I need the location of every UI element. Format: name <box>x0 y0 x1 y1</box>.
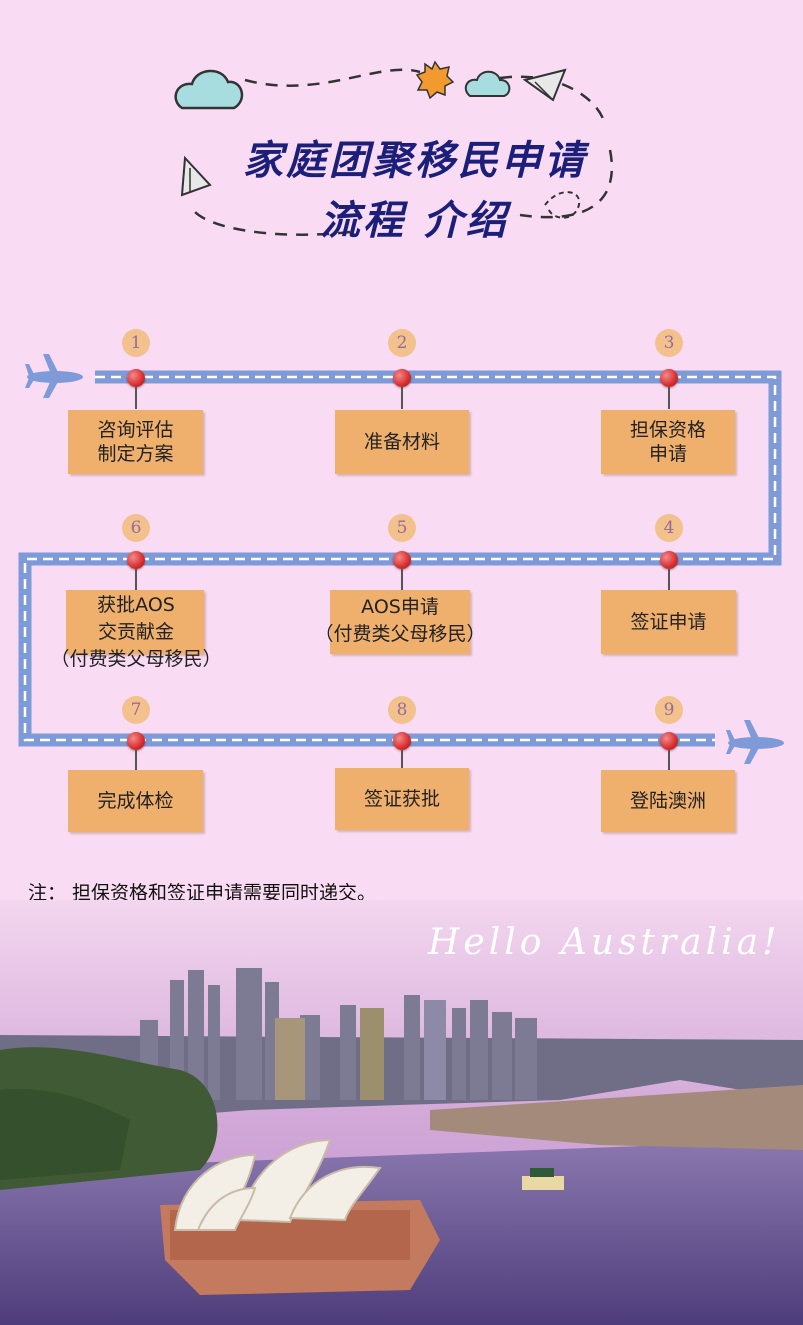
sydney-skyline-image <box>0 900 803 1325</box>
pin-icon <box>660 369 678 387</box>
step-number: 6 <box>122 514 150 542</box>
pin-stem <box>668 569 670 591</box>
step-label: AOS申请 （付费类父母移民） <box>314 596 486 645</box>
pin-icon <box>127 732 145 750</box>
step-label: 获批AOS 交贡献金 （付费类父母移民） <box>50 594 222 670</box>
pin-icon <box>660 732 678 750</box>
pin-stem <box>401 569 403 591</box>
cloud-icon <box>464 70 511 97</box>
step-number: 1 <box>122 329 150 357</box>
tagline: Hello Australia! <box>428 922 781 963</box>
step-number: 4 <box>655 514 683 542</box>
step-box: 担保资格 申请 <box>601 410 735 474</box>
footnote: 注： 担保资格和签证申请需要同时递交。 <box>28 882 377 904</box>
step-number: 8 <box>388 696 416 724</box>
pin-stem <box>668 750 670 772</box>
step-label: 签证获批 <box>363 788 440 810</box>
step-box <box>330 590 470 654</box>
step-box: 准备材料 <box>335 410 469 474</box>
step-label: 签证申请 <box>630 611 707 633</box>
step-box: 登陆澳洲 <box>601 770 735 832</box>
step-box: 签证获批 <box>335 768 469 830</box>
airplane-icon <box>25 354 83 398</box>
page-title-line-1: 家庭团聚移民申请 <box>243 137 587 184</box>
step-number: 9 <box>655 696 683 724</box>
paper-plane-icon <box>180 155 212 197</box>
step-box: 完成体检 <box>68 770 203 832</box>
step-label: 登陆澳洲 <box>629 790 706 812</box>
pin-stem <box>135 569 137 591</box>
pin-icon <box>127 369 145 387</box>
pin-icon <box>393 369 411 387</box>
pin-icon <box>393 732 411 750</box>
pin-icon <box>660 551 678 569</box>
step-label: 咨询评估 制定方案 <box>97 419 174 465</box>
pin-stem <box>135 750 137 772</box>
pin-stem <box>135 387 137 409</box>
header-decoration <box>174 60 614 236</box>
step-box: 咨询评估 制定方案 <box>68 410 203 474</box>
pin-stem <box>401 750 403 772</box>
step-label: 担保资格 申请 <box>629 419 706 465</box>
pin-stem <box>668 387 670 409</box>
step-box <box>66 590 204 654</box>
step-number: 2 <box>388 329 416 357</box>
cloud-icon <box>174 69 244 110</box>
pin-icon <box>393 551 411 569</box>
step-number: 5 <box>388 514 416 542</box>
paper-plane-icon <box>522 68 567 102</box>
pin-stem <box>401 387 403 409</box>
sun-icon <box>415 60 455 100</box>
step-number: 7 <box>122 696 150 724</box>
step-label: 准备材料 <box>363 431 440 453</box>
step-label: 完成体检 <box>97 790 174 812</box>
pin-icon <box>127 551 145 569</box>
step-number: 3 <box>655 329 683 357</box>
step-box: 签证申请 <box>601 590 736 654</box>
airplane-icon <box>726 720 784 764</box>
page-title-line-2: 流程 介绍 <box>320 197 509 244</box>
